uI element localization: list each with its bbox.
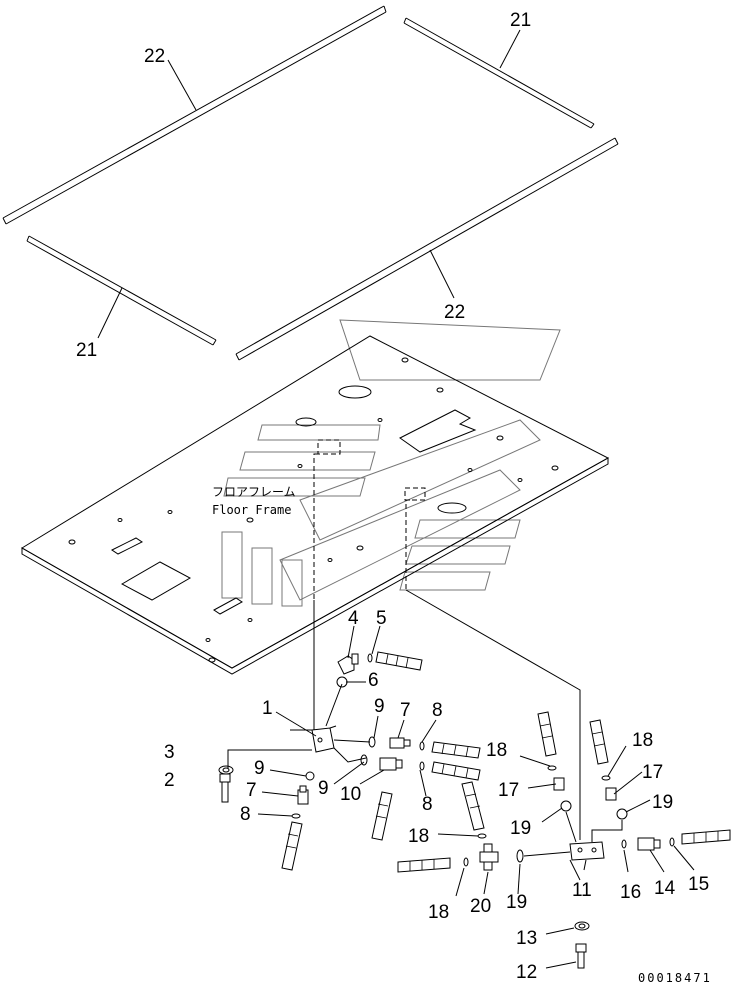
callout-9: 9	[318, 778, 329, 799]
callout-labels: 22 21 21 22 4 5 6 1 9 7 8 3 2 9 7 9 10 8…	[76, 10, 709, 983]
valve-block-11	[569, 841, 605, 861]
floor-hole	[295, 417, 317, 427]
hose-mid-a	[431, 741, 481, 759]
valve-block-1	[290, 725, 337, 753]
o-ring-9-mid	[360, 754, 368, 766]
callout-9: 9	[254, 758, 265, 779]
seal-strip-21-lower	[26, 235, 217, 346]
o-ring-9-upper	[368, 736, 376, 748]
callout-19: 19	[652, 792, 673, 813]
hose-lower-left	[281, 821, 303, 871]
adapter-7-upper	[389, 737, 411, 749]
callout-5: 5	[376, 608, 387, 629]
callout-11: 11	[572, 880, 592, 901]
callout-2: 2	[164, 770, 175, 791]
callout-10: 10	[340, 784, 361, 805]
o-ring-8-mid	[419, 761, 425, 771]
callout-21: 21	[76, 340, 97, 361]
hose-bottom-left	[397, 857, 451, 873]
tee-fitting-20	[479, 843, 499, 871]
connection-lines-right	[523, 811, 623, 857]
seal-strip-22-upper	[2, 5, 387, 225]
callout-13: 13	[516, 928, 537, 949]
floor-frame-label-en: Floor Frame	[212, 503, 291, 517]
callout-1: 1	[262, 698, 273, 719]
o-ring-8-upper	[419, 741, 425, 751]
callout-8: 8	[432, 700, 443, 721]
callout-16: 16	[620, 882, 641, 903]
o-ring-19-b	[616, 808, 628, 820]
o-ring-8-lower	[291, 813, 301, 819]
hose-right-c	[461, 781, 485, 831]
o-ring-9-lower	[305, 771, 315, 781]
callout-14: 14	[654, 878, 676, 899]
floor-frame-plate	[21, 335, 610, 675]
o-ring-5	[367, 653, 373, 663]
washer-13	[574, 921, 590, 931]
adapter-17-b	[605, 787, 617, 801]
floor-hole	[437, 502, 467, 514]
watermark-logo	[221, 319, 561, 607]
seal-strip-21-upper	[403, 17, 595, 129]
floor-slot	[111, 537, 143, 555]
connection-lines-left	[227, 683, 371, 768]
callout-18: 18	[486, 740, 507, 761]
callout-15: 15	[688, 874, 709, 895]
hose-mid-b	[431, 761, 481, 781]
callout-21: 21	[510, 10, 531, 31]
callout-8: 8	[240, 804, 251, 825]
callout-3: 3	[164, 742, 175, 763]
adapter-10	[379, 757, 403, 771]
bolt-2	[219, 773, 231, 803]
adapter-14	[637, 837, 661, 851]
floor-slot	[399, 409, 477, 453]
callout-9: 9	[374, 696, 385, 717]
callout-6: 6	[368, 670, 379, 691]
floor-slot	[213, 597, 243, 615]
o-ring-18-a	[547, 765, 557, 771]
o-ring-16	[621, 839, 627, 849]
hose-right-a	[537, 711, 557, 757]
o-ring-18-b	[601, 775, 611, 781]
callout-22: 22	[444, 302, 465, 323]
drawing-number: 00018471	[638, 971, 712, 985]
elbow-fitting-4	[337, 653, 359, 675]
floor-cutout	[120, 561, 192, 601]
o-ring-19-c	[516, 849, 524, 863]
floor-hole	[338, 385, 372, 399]
callout-18: 18	[408, 826, 429, 847]
callout-12: 12	[516, 962, 537, 983]
seal-strip-22-lower	[235, 137, 619, 361]
adapter-7-lower	[297, 785, 309, 805]
hose-down-left	[371, 791, 393, 841]
hose-right-b	[589, 719, 609, 765]
bolt-12	[575, 943, 587, 969]
callout-4: 4	[348, 608, 359, 629]
o-ring-6	[336, 676, 348, 688]
callout-8: 8	[422, 794, 433, 815]
callout-17: 17	[498, 780, 519, 801]
washer-3	[218, 765, 234, 775]
callout-18: 18	[632, 730, 653, 751]
callout-19: 19	[510, 818, 531, 839]
o-ring-18-c	[477, 833, 487, 839]
hose-upper-4	[375, 651, 423, 671]
hose-far-right	[681, 829, 731, 845]
callout-7: 7	[400, 700, 411, 721]
callout-17: 17	[642, 762, 663, 783]
floor-frame-label-jp: フロアフレーム	[212, 485, 296, 499]
leader-lines	[97, 29, 695, 969]
callout-19: 19	[506, 892, 527, 913]
o-ring-18-d	[463, 857, 469, 867]
callout-7: 7	[246, 780, 257, 801]
o-ring-19-a	[560, 800, 572, 812]
routing-lines	[313, 453, 581, 881]
callout-18: 18	[428, 902, 449, 923]
o-ring-15	[669, 837, 675, 847]
callout-20: 20	[470, 896, 491, 917]
callout-22: 22	[144, 46, 165, 67]
